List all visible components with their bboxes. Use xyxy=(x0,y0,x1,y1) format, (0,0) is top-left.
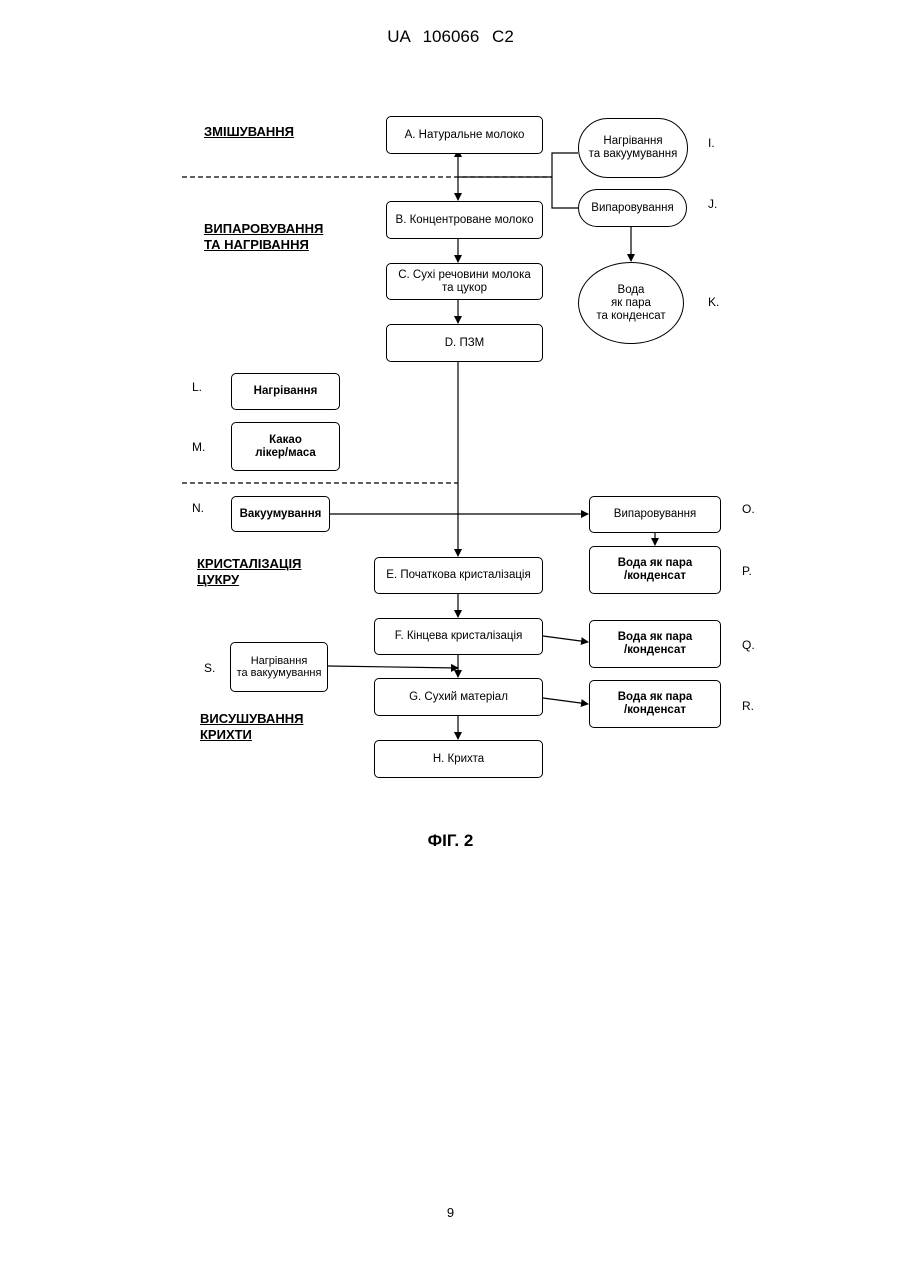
node-j-evaporation: Випаровування xyxy=(578,189,687,227)
section-label-crystallization: КРИСТАЛІЗАЦІЯ ЦУКРУ xyxy=(197,556,301,588)
letter-q: Q. xyxy=(742,638,755,652)
node-n-vacuuming: Вакуумування xyxy=(231,496,330,532)
letter-s: S. xyxy=(204,661,215,675)
node-g-dry-material: G. Сухий матеріал xyxy=(374,678,543,716)
figure-caption: ФІГ. 2 xyxy=(0,831,901,851)
node-a-natural-milk: A. Натуральне молоко xyxy=(386,116,543,154)
letter-j: J. xyxy=(708,197,717,211)
node-d-pzm: D. ПЗМ xyxy=(386,324,543,362)
letter-n: N. xyxy=(192,501,204,515)
node-c-milk-solids-sugar: C. Сухі речовини молока та цукор xyxy=(386,263,543,300)
node-k-water-vapor-condensate: Вода як пара та конденсат xyxy=(578,262,684,344)
section-label-mixing: ЗМІШУВАННЯ xyxy=(204,124,294,140)
letter-o: O. xyxy=(742,502,755,516)
arrow-g-r xyxy=(543,698,588,704)
node-p-water-vapor-condensate: Вода як пара /конденсат xyxy=(589,546,721,594)
letter-r: R. xyxy=(742,699,754,713)
letter-l: L. xyxy=(192,380,202,394)
letter-m: M. xyxy=(192,440,205,454)
node-i-heating-vacuum: Нагрівання та вакуумування xyxy=(578,118,688,178)
node-e-initial-crystallization: E. Початкова кристалізація xyxy=(374,557,543,594)
node-r-water-vapor-condensate: Вода як пара /конденсат xyxy=(589,680,721,728)
node-l-heating: Нагрівання xyxy=(231,373,340,410)
node-f-final-crystallization: F. Кінцева кристалізація xyxy=(374,618,543,655)
node-q-water-vapor-condensate: Вода як пара /конденсат xyxy=(589,620,721,668)
connector-bracket xyxy=(552,153,578,208)
section-label-evaporation: ВИПАРОВУВАННЯ ТА НАГРІВАННЯ xyxy=(204,221,323,253)
node-s-heating-vacuum: Нагрівання та вакуумування xyxy=(230,642,328,692)
node-h-crumb: H. Крихта xyxy=(374,740,543,778)
letter-k: K. xyxy=(708,295,719,309)
letter-p: P. xyxy=(742,564,752,578)
node-b-concentrated-milk: B. Концентроване молоко xyxy=(386,201,543,239)
letter-i: I. xyxy=(708,136,715,150)
node-o-evaporation: Випаровування xyxy=(589,496,721,533)
arrow-s-g xyxy=(328,666,458,668)
arrow-f-q xyxy=(543,636,588,642)
section-label-drying: ВИСУШУВАННЯ КРИХТИ xyxy=(200,711,303,743)
page-number: 9 xyxy=(0,1205,901,1220)
node-m-cocoa-liquor: Какао лікер/маса xyxy=(231,422,340,471)
